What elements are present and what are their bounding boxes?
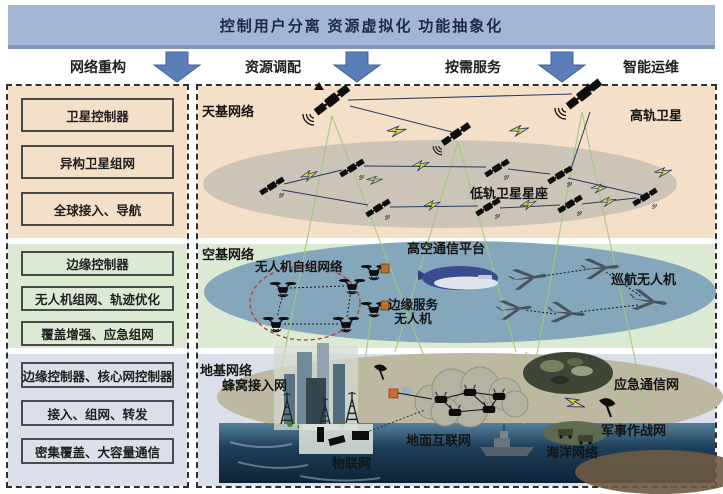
geo-satellite-label: 高轨卫星: [630, 108, 683, 123]
ground-internet-label: 地面互联网: [406, 433, 472, 448]
edge-service-drone-label-line1: 边缘服务: [388, 298, 439, 312]
sidebar-box-global-access-navigation: 全球接入、导航: [21, 192, 174, 226]
sidebar-box-dense-coverage: 密集覆盖、大容量通信: [21, 438, 174, 464]
function-label-network-reconfiguration: 网络重构: [70, 61, 126, 76]
sidebar-box-satellite-controller: 卫星控制器: [21, 98, 174, 132]
down-arrow-icon: [537, 51, 587, 83]
sidebar-box-edge-core-controller: 边缘控制器、核心网控制器: [21, 362, 174, 388]
function-label-resource-allocation: 资源调配: [245, 61, 301, 76]
sidebar-box-coverage-emergency: 覆盖增强、应急组网: [21, 321, 174, 346]
cruise-uav-label: 巡航无人机: [611, 272, 677, 287]
leo-constellation-label: 低轨卫星星座: [470, 186, 549, 201]
sidebar-box-heterogeneous-satellite-network: 异构卫星组网: [21, 145, 174, 179]
air-network-title: 空基网络: [202, 247, 255, 262]
sidebar-air-band: 边缘控制器 无人机组网、轨迹优化 覆盖增强、应急组网: [8, 244, 187, 348]
space-network-title: 天基网络: [202, 104, 255, 119]
sidebar-box-access-network-forward: 接入、组网、转发: [21, 400, 174, 426]
sidebar-ground-band: 边缘控制器、核心网控制器 接入、组网、转发 密集覆盖、大容量通信: [8, 354, 187, 486]
iot-label: 物联网: [332, 456, 372, 471]
function-label-on-demand-service: 按需服务: [445, 61, 501, 76]
banner-title: 控制用户分离 资源虚拟化 功能抽象化: [219, 18, 504, 35]
control-sidebar: 卫星控制器 异构卫星组网 全球接入、导航 边缘控制器 无人机组网、轨迹优化 覆盖…: [6, 84, 189, 488]
sidebar-box-uav-network-trajectory: 无人机组网、轨迹优化: [21, 286, 174, 311]
top-banner: 控制用户分离 资源虚拟化 功能抽象化: [8, 5, 715, 49]
marine-network-label: 海洋网络: [546, 445, 599, 460]
sidebar-space-band: 卫星控制器 异构卫星组网 全球接入、导航: [8, 86, 187, 238]
function-label-intelligent-operation: 智能运维: [623, 61, 679, 76]
cellular-access-label: 蜂窝接入网: [222, 378, 288, 393]
sidebar-box-edge-controller: 边缘控制器: [21, 251, 174, 276]
down-arrow-icons: [152, 51, 587, 83]
haps-label: 高空通信平台: [407, 241, 486, 256]
military-network-label: 军事作战网: [601, 423, 667, 438]
down-arrow-icon: [332, 51, 382, 83]
edge-service-drone-label-line2: 无人机: [394, 311, 432, 326]
emergency-network-label: 应急通信网: [614, 377, 680, 392]
down-arrow-icon: [152, 51, 202, 83]
uav-adhoc-label: 无人机自组网络: [255, 260, 343, 274]
